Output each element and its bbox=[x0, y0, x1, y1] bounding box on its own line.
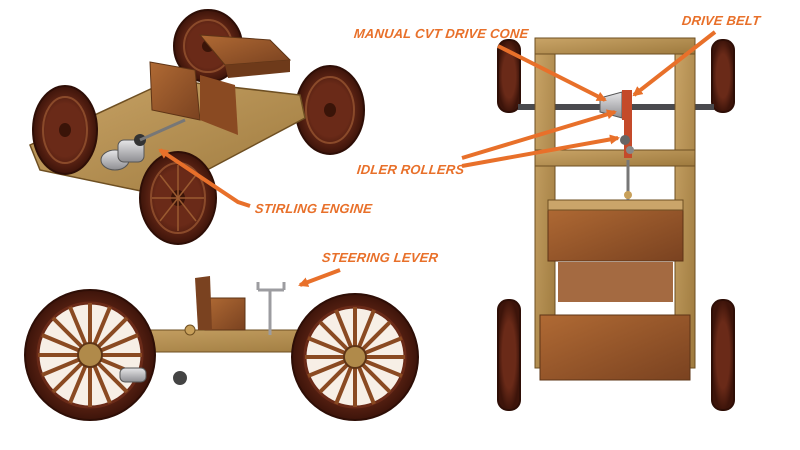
arrow-idler-2 bbox=[461, 134, 620, 168]
label-steering-lever: STEERING LEVER bbox=[321, 250, 440, 265]
top-wheels bbox=[497, 39, 735, 411]
top-seat bbox=[547, 205, 684, 262]
iso-stirling-engine bbox=[100, 118, 186, 171]
callout-arrows bbox=[158, 30, 717, 287]
top-front-board bbox=[539, 314, 691, 381]
iso-seat bbox=[149, 61, 201, 121]
arrow-drive-belt bbox=[632, 30, 717, 97]
wheel-front-left bbox=[32, 85, 98, 175]
wheel-front-right bbox=[139, 151, 217, 245]
top-idler-rollers bbox=[620, 135, 634, 154]
label-idler-rollers: IDLER ROLLERS bbox=[356, 162, 466, 177]
side-view bbox=[24, 276, 419, 421]
arrow-steering-lever bbox=[298, 268, 341, 287]
arrow-idler-1 bbox=[461, 109, 617, 160]
top-view bbox=[497, 37, 735, 411]
label-stirling-engine: STIRLING ENGINE bbox=[254, 201, 373, 216]
arrow-stirling-engine bbox=[158, 148, 251, 208]
wheel-back-right bbox=[295, 65, 365, 155]
side-wheel-right bbox=[291, 293, 419, 421]
side-steering-lever bbox=[256, 282, 286, 335]
label-drive-belt: DRIVE BELT bbox=[681, 13, 762, 28]
side-wheel-left bbox=[24, 289, 156, 421]
arrow-cvt-cone bbox=[497, 44, 607, 102]
label-manual-cvt-drive-cone: MANUAL CVT DRIVE CONE bbox=[353, 26, 530, 41]
isometric-view bbox=[29, 9, 365, 245]
